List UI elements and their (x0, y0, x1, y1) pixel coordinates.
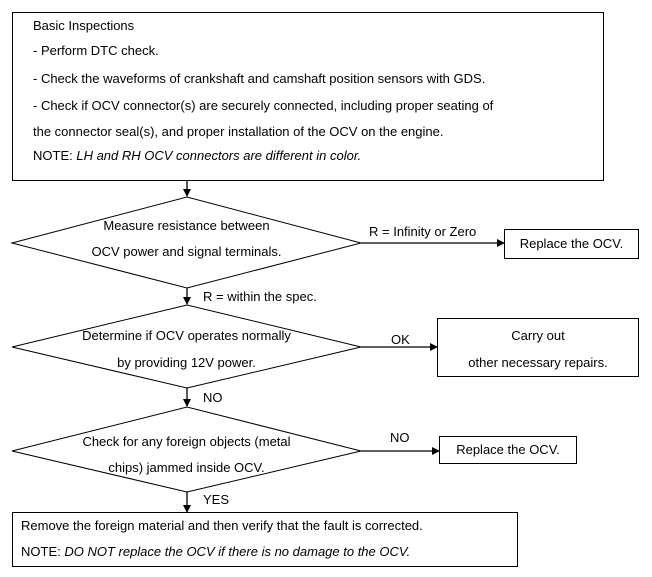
step2-right-label: OK (391, 332, 410, 347)
step2-text-line-2: by providing 12V power. (117, 355, 256, 370)
carry-out-repairs-box (437, 318, 639, 377)
basic-inspections-line-2: - Check the waveforms of crankshaft and … (33, 71, 486, 86)
basic-inspections-line-3a: - Check if OCV connector(s) are securely… (33, 98, 494, 113)
step1-right-label: R = Infinity or Zero (369, 224, 477, 239)
note-text: LH and RH OCV connectors are different i… (76, 148, 362, 163)
step3-down-label: YES (203, 492, 230, 507)
final-action-note: NOTE: DO NOT replace the OCV if there is… (21, 544, 410, 560)
step3-text-line-2: chips) jammed inside OCV. (108, 460, 265, 475)
final-note-label: NOTE: (21, 544, 65, 559)
final-action-line-1: Remove the foreign material and then ver… (21, 518, 423, 533)
basic-inspections-line-1: - Perform DTC check. (33, 43, 159, 58)
final-action-box (12, 512, 518, 567)
step2-text-line-1: Determine if OCV operates normally (82, 328, 291, 343)
step1-text-line-2: OCV power and signal terminals. (91, 244, 282, 259)
step2-down-label: NO (203, 390, 223, 405)
step3-text-line-1: Check for any foreign objects (metal (82, 434, 291, 449)
step1-text-line-1: Measure resistance between (103, 218, 270, 233)
decision-diamond-2 (11, 304, 362, 389)
step3-right-label: NO (390, 430, 410, 445)
replace-ocv-box-2 (439, 436, 577, 464)
carry-out-text-line-1: Carry out (511, 328, 565, 343)
replace-ocv-text-1: Replace the OCV. (519, 236, 624, 251)
basic-inspections-note: NOTE: LH and RH OCV connectors are diffe… (33, 148, 361, 164)
basic-inspections-box (12, 12, 604, 181)
step1-down-label: R = within the spec. (203, 289, 317, 304)
note-label: NOTE: (33, 148, 77, 163)
replace-ocv-text-2: Replace the OCV. (456, 442, 560, 457)
basic-inspections-line-3b: the connector seal(s), and proper instal… (33, 124, 444, 139)
replace-ocv-box-1 (504, 229, 639, 259)
carry-out-text-line-2: other necessary repairs. (468, 355, 608, 370)
decision-diamond-1 (10, 196, 363, 289)
basic-inspections-title: Basic Inspections (33, 18, 135, 33)
final-note-text: DO NOT replace the OCV if there is no da… (64, 544, 411, 559)
